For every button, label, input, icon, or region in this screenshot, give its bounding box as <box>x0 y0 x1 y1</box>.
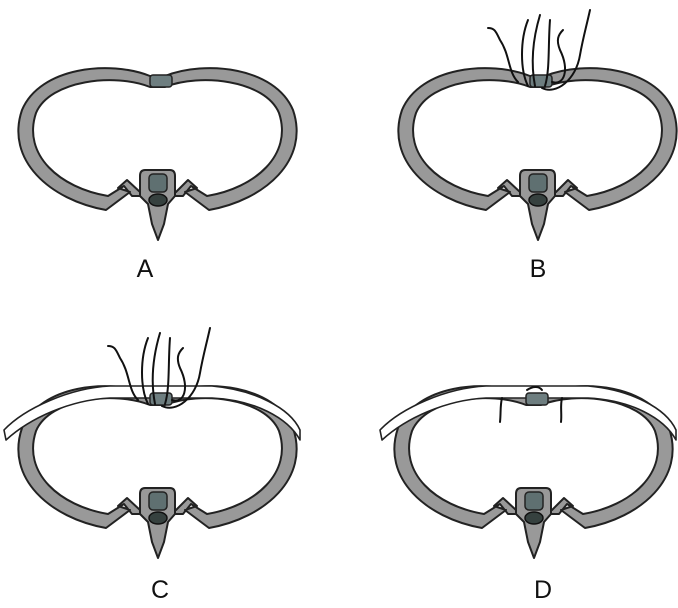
panel-d: D <box>380 386 676 604</box>
sternum <box>526 393 548 405</box>
spine <box>140 170 175 240</box>
panel-label-d: D <box>534 576 552 604</box>
spine <box>516 488 551 558</box>
panel-a: A <box>18 68 296 283</box>
panel-c: C <box>4 328 300 604</box>
spine <box>520 170 555 240</box>
panel-label-b: B <box>530 255 547 283</box>
panel-label-c: C <box>151 576 169 604</box>
panel-label-a: A <box>137 255 154 283</box>
spine <box>140 488 175 558</box>
sternum <box>150 75 172 87</box>
panel-b: B <box>398 10 676 283</box>
